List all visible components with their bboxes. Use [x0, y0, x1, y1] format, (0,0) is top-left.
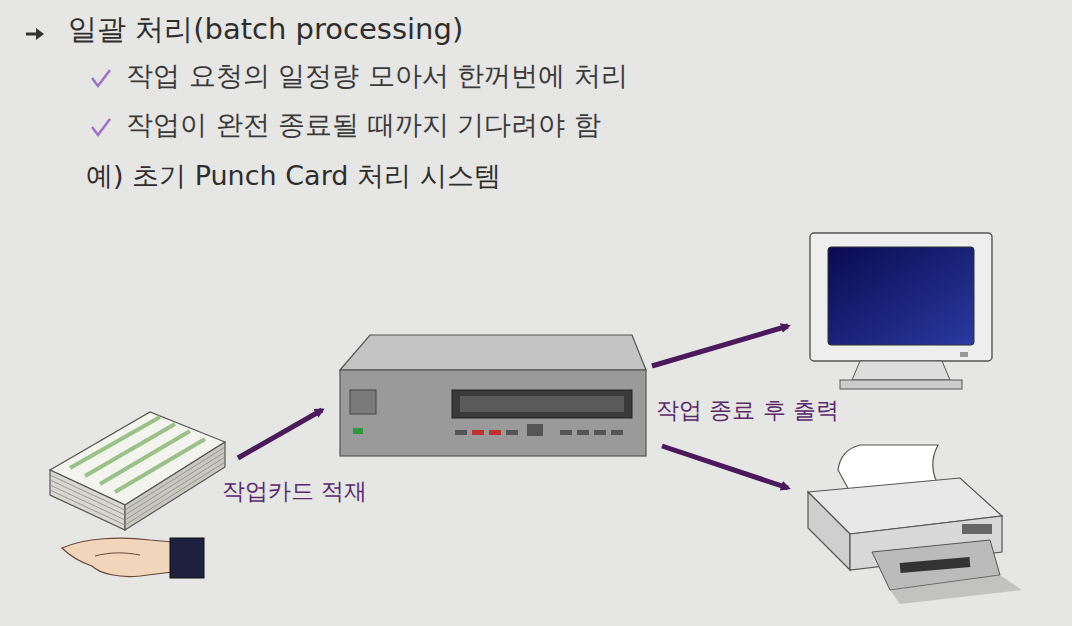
slide-title: 일괄 처리(batch processing)	[68, 12, 463, 47]
printer	[808, 445, 1022, 604]
arrow-label: 작업카드 적재	[222, 478, 367, 506]
computer-unit	[340, 335, 646, 456]
monitor	[810, 233, 992, 389]
check-mark	[92, 70, 110, 86]
punch-card-stack	[50, 412, 225, 530]
bullet-text: 작업이 완전 종료될 때까지 기다려야 함	[126, 109, 601, 141]
bullet-text: 작업 요청의 일정량 모아서 한꺼번에 처리	[126, 60, 628, 92]
check-mark	[92, 119, 110, 135]
example-text: 예) 초기 Punch Card 처리 시스템	[86, 160, 501, 192]
arrow-label: 작업 종료 후 출력	[656, 397, 839, 425]
bullet-arrow	[26, 28, 44, 40]
hand	[62, 538, 204, 578]
